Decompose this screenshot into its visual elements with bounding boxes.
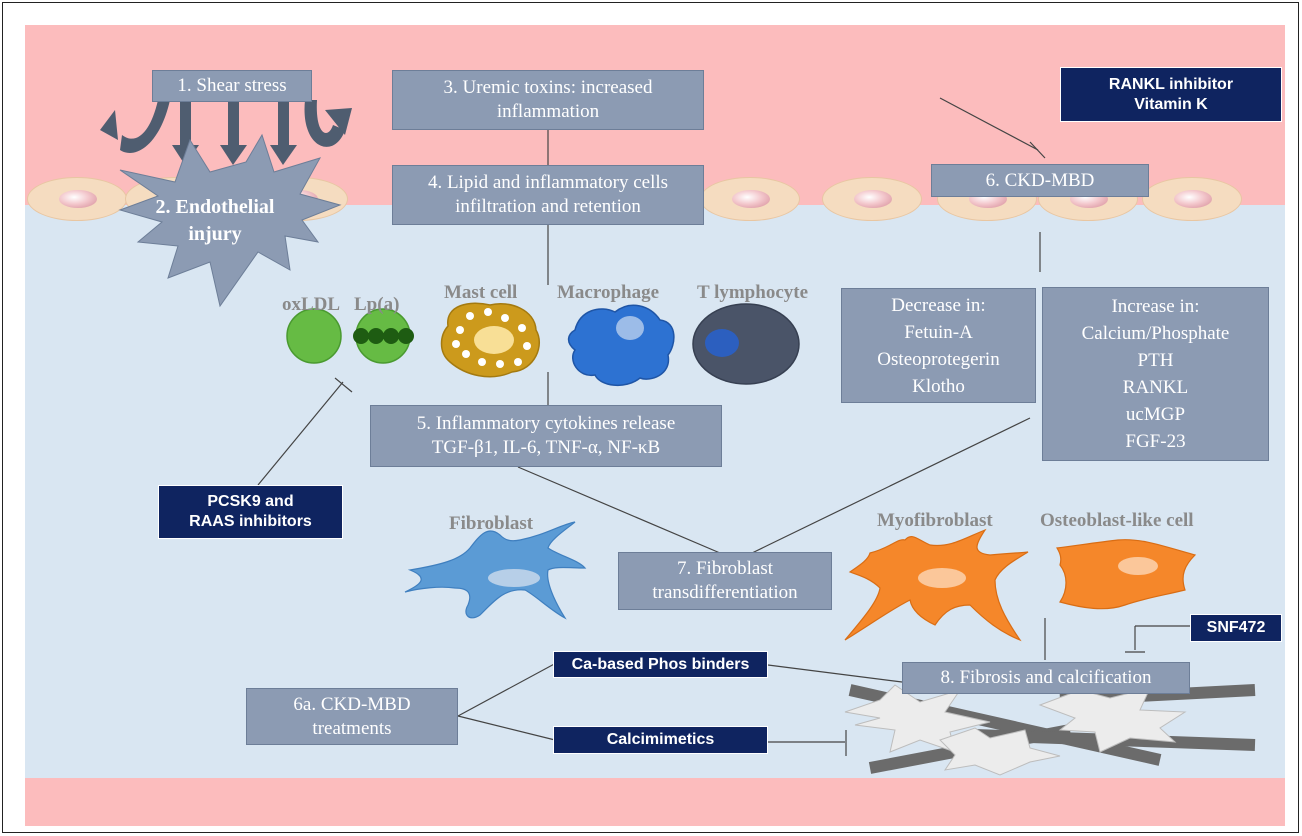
endothelial-cell <box>27 177 127 221</box>
cytokines-box: 5. Inflammatory cytokines release TGF-β1… <box>370 405 722 467</box>
endothelial-injury-label: 2. Endothelial injury <box>155 196 275 245</box>
calcification-deposits <box>844 684 1256 776</box>
fibroblast-transdifferentiation-box: 7. Fibroblast transdifferentiation <box>618 552 832 610</box>
osteoblast-like-cell <box>1056 539 1197 610</box>
shear-stress-arrows <box>100 98 352 165</box>
mast-cell <box>440 302 540 378</box>
myofibroblast-label: Myofibroblast <box>877 510 993 531</box>
osteoblast-like-cell-label: Osteoblast-like cell <box>1040 510 1194 531</box>
fibroblast-cell <box>404 521 587 620</box>
connector-lines <box>257 97 1190 756</box>
t-lymphocyte-label: T lymphocyte <box>697 282 809 303</box>
endothelial-injury-starburst <box>118 133 342 308</box>
calcimimetics-box: Calcimimetics <box>553 726 768 754</box>
lpa-particle <box>353 308 414 364</box>
myofibroblast-cell <box>844 528 1029 642</box>
lipid-infiltration-box: 4. Lipid and inflammatory cells infiltra… <box>392 165 704 225</box>
macrophage-label: Macrophage <box>557 282 660 303</box>
mast-cell-label: Mast cell <box>444 282 518 303</box>
oxldl-label: oxLDL <box>282 294 341 315</box>
ca-phos-binders-box: Ca-based Phos binders <box>553 651 768 678</box>
endothelial-cell <box>1142 177 1242 221</box>
vessel-bottom-band <box>25 778 1285 826</box>
uremic-toxins-box: 3. Uremic toxins: increased inflammation <box>392 70 704 130</box>
t-lymphocyte <box>692 303 800 385</box>
ckd-mbd-box: 6. CKD-MBD <box>931 164 1149 197</box>
ckd-mbd-treatments-box: 6a. CKD-MBD treatments <box>246 688 458 745</box>
fibrosis-calcification-box: 8. Fibrosis and calcification <box>902 662 1190 694</box>
decrease-box: Decrease in: Fetuin-A Osteoprotegerin Kl… <box>841 288 1036 403</box>
macrophage <box>567 304 675 386</box>
shear-stress-box: 1. Shear stress <box>152 70 312 102</box>
rankl-vitamin-k-box: RANKL inhibitor Vitamin K <box>1060 67 1282 122</box>
pcsk9-raas-box: PCSK9 and RAAS inhibitors <box>158 485 343 539</box>
endothelial-cell <box>822 177 922 221</box>
endothelial-cell <box>700 177 800 221</box>
oxldl-particle <box>286 308 342 364</box>
lpa-label: Lp(a) <box>354 294 400 315</box>
snf472-box: SNF472 <box>1190 614 1282 642</box>
fibroblast-label: Fibroblast <box>449 513 534 534</box>
increase-box: Increase in: Calcium/Phosphate PTH RANKL… <box>1042 287 1269 461</box>
